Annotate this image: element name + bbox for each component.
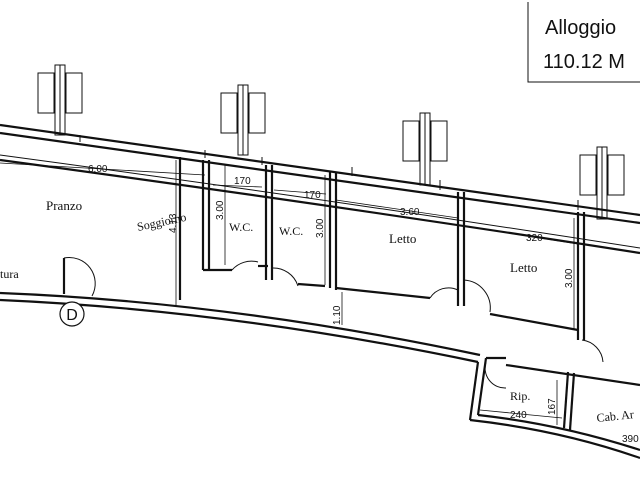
- room-letto1-label: Letto: [389, 231, 416, 246]
- title-box: Alloggio 110.12 M: [527, 2, 640, 83]
- railing-1: [37, 64, 83, 136]
- marker-d: D: [59, 301, 85, 327]
- room-cottura-label: tura: [0, 267, 19, 281]
- room-letto2-label: Letto: [510, 260, 537, 275]
- dim-170-b: 170: [304, 190, 321, 201]
- dimension-lines: [0, 160, 579, 425]
- dimension-labels: 6.00 4.13 170 170 3.00 3.00 3.60 320 3.0…: [88, 164, 639, 445]
- dim-320: 320: [526, 233, 543, 244]
- dim-110: 1.10: [332, 305, 343, 325]
- marker-circle: [59, 301, 85, 327]
- dim-600: 6.00: [88, 164, 108, 175]
- railing-4: [579, 146, 625, 220]
- dim-300-a: 3.00: [215, 200, 226, 220]
- title-box-frame: [527, 2, 640, 83]
- bottom-facade: [0, 256, 640, 460]
- room-wc1-label: W.C.: [229, 220, 253, 234]
- dim-170-a: 170: [234, 176, 251, 187]
- dim-240: 240: [510, 410, 527, 421]
- title-line-1: Alloggio: [545, 17, 616, 39]
- dim-300-b: 3.00: [315, 218, 326, 238]
- dim-360: 3.60: [400, 207, 420, 218]
- title-line-2: 110.12 M: [543, 51, 625, 73]
- dim-390: 390: [622, 434, 639, 445]
- dim-167: 167: [547, 398, 558, 415]
- top-facade: [0, 123, 640, 255]
- railing-3: [402, 112, 448, 186]
- room-pranzo-label: Pranzo: [46, 198, 82, 213]
- partitions: [178, 157, 604, 363]
- room-rip-label: Rip.: [510, 389, 530, 403]
- dim-413: 4.13: [168, 213, 179, 233]
- room-wc2-label: W.C.: [279, 224, 303, 238]
- facade-railings: [37, 64, 625, 220]
- dim-300-c: 3.00: [564, 268, 575, 288]
- railing-2: [220, 84, 266, 156]
- marker-d-label: D: [66, 307, 78, 324]
- room-cab-label: Cab. Ar: [596, 407, 635, 425]
